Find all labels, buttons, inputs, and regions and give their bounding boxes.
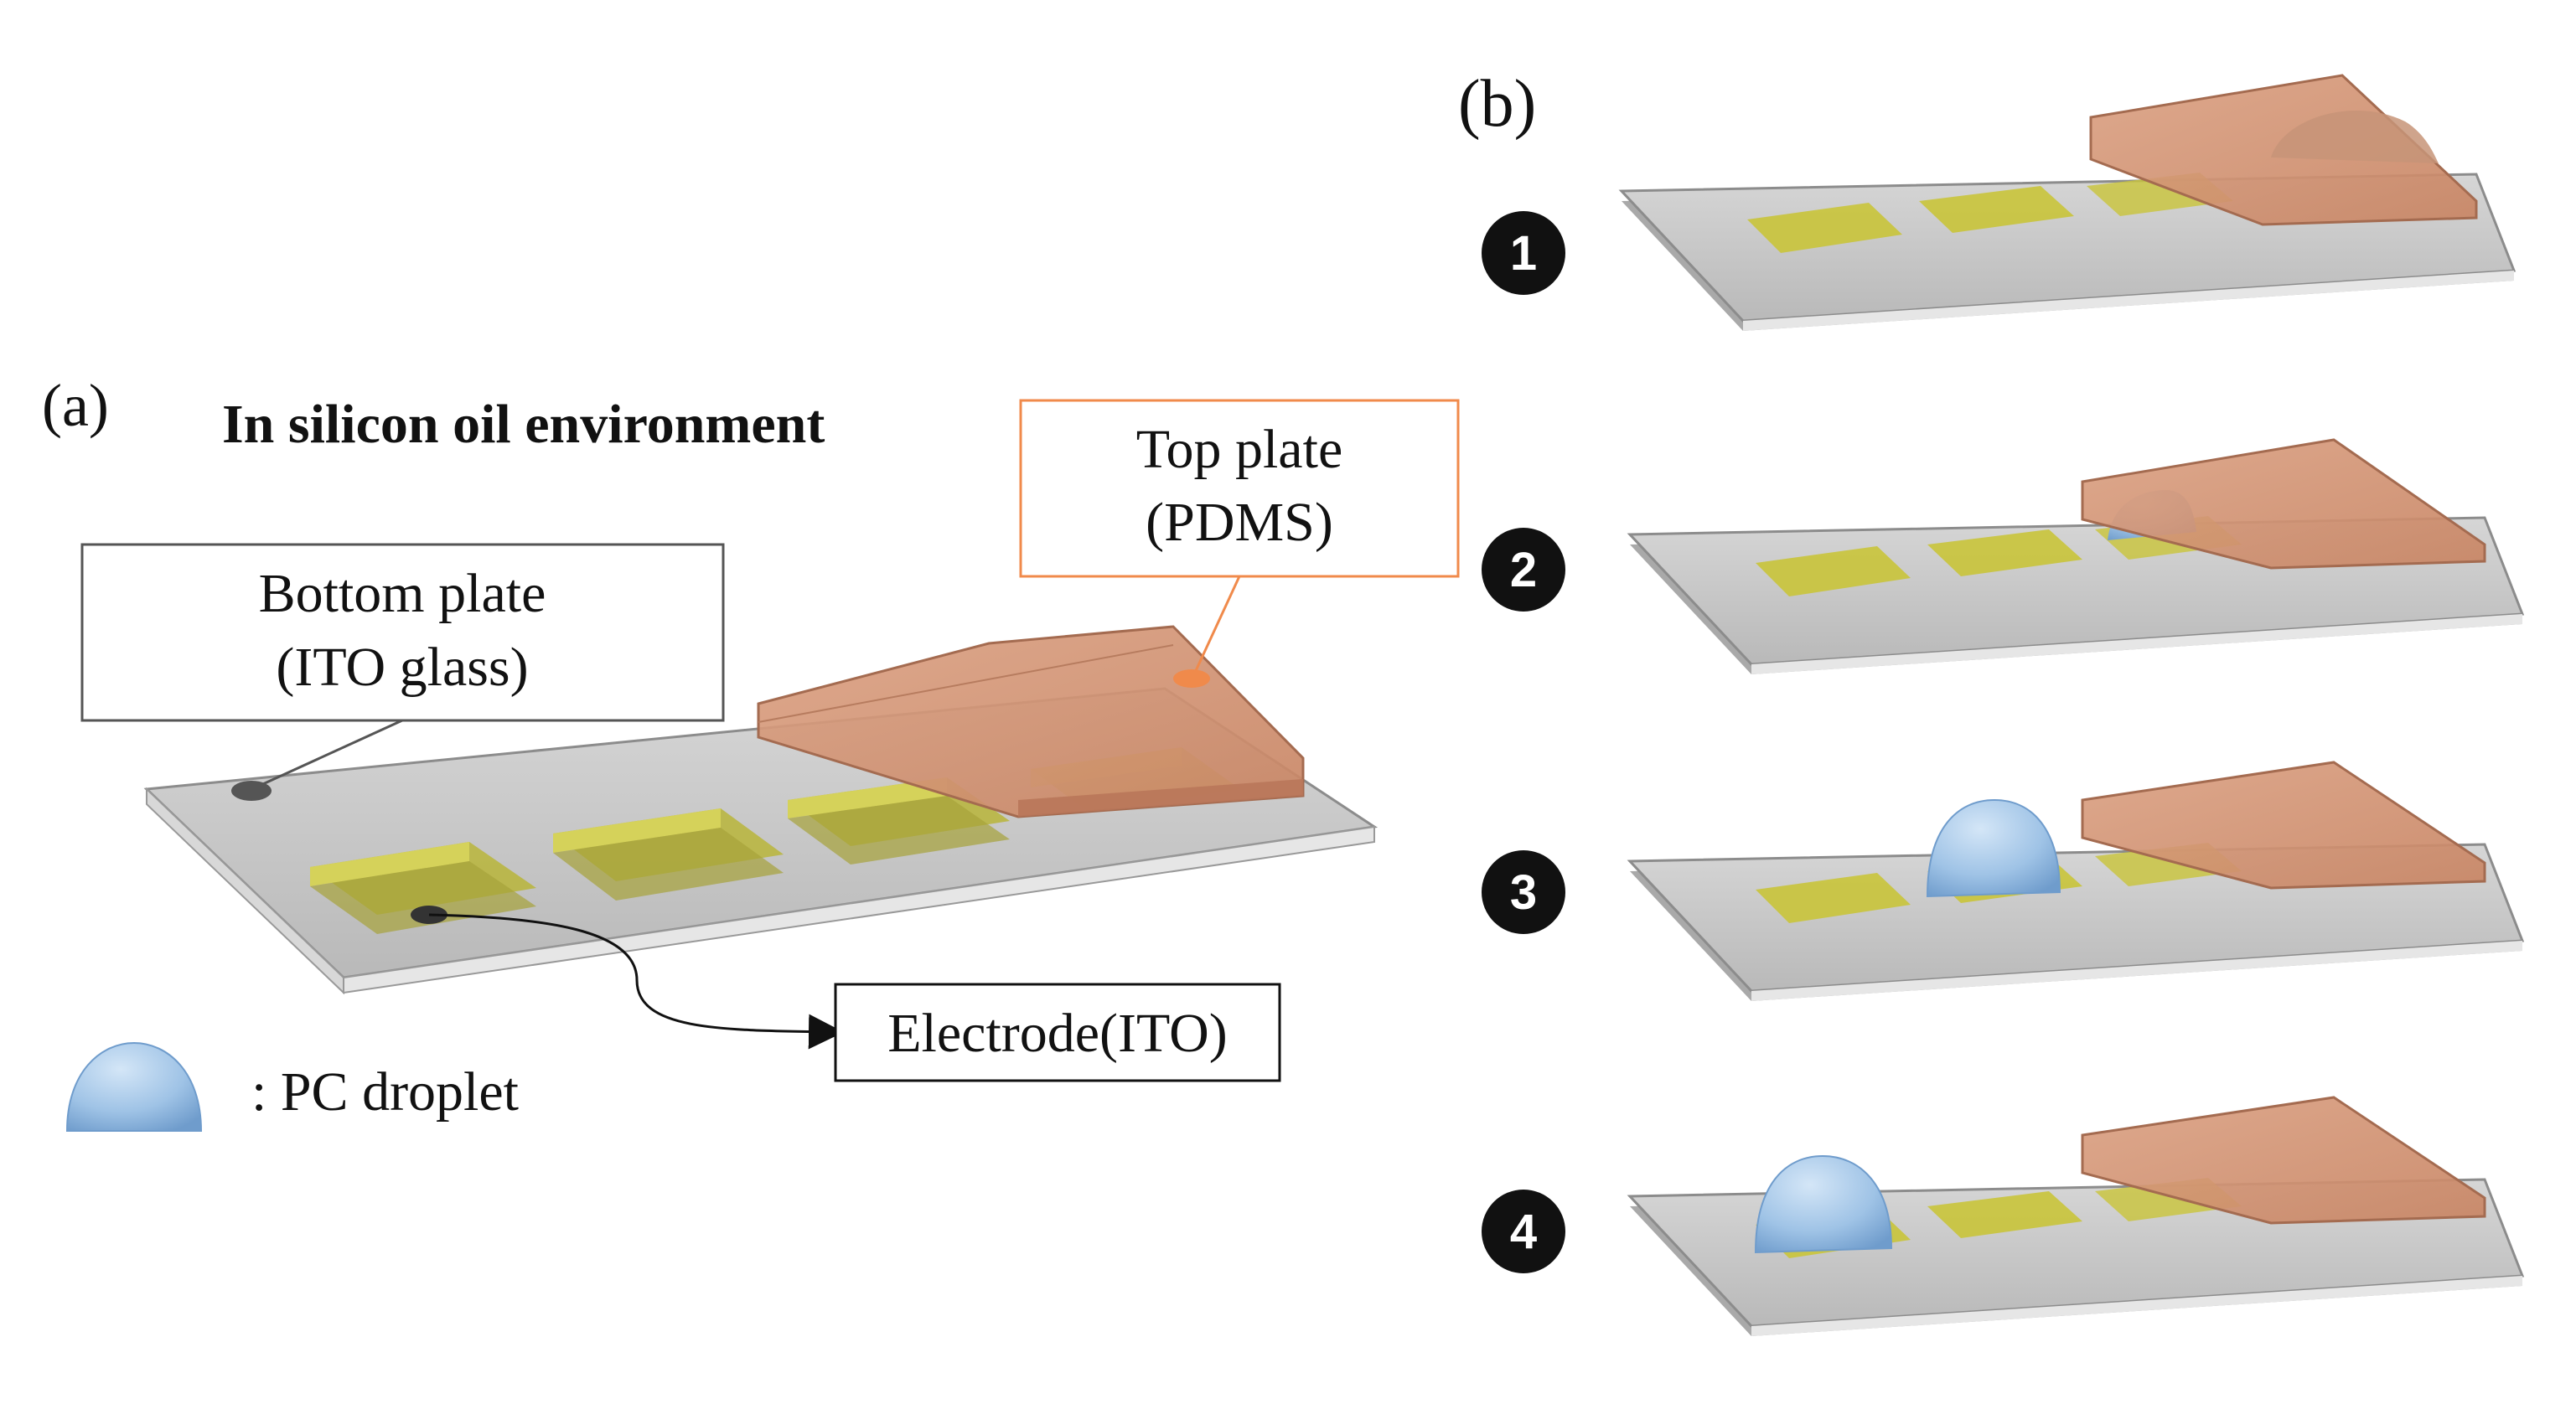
bottom-plate-callout: Bottom plate (ITO glass) <box>80 543 725 801</box>
legend-label: : PC droplet <box>251 1061 519 1123</box>
step-badge <box>1482 1190 1565 1273</box>
bottom-plate-label-line1: Bottom plate <box>259 563 546 624</box>
panel-a: (a) In silicon oil environment <box>42 372 1460 1132</box>
step-number: 1 <box>1510 226 1537 281</box>
step-badge <box>1482 211 1565 295</box>
top-plate-label-line1: Top plate <box>1136 419 1342 480</box>
electrode-label: Electrode(ITO) <box>887 1003 1228 1064</box>
step-number: 3 <box>1510 865 1537 920</box>
top-plate-callout: Top plate (PDMS) <box>1019 399 1460 688</box>
panel-b: (b) 1 2 <box>1458 67 2525 1336</box>
electrode-pad <box>788 777 1010 865</box>
top-plate <box>757 625 1305 818</box>
step-number: 2 <box>1510 543 1537 597</box>
step-2: 2 <box>1482 438 2525 674</box>
step-1: 1 <box>1482 74 2517 331</box>
panel-b-label: (b) <box>1458 67 1536 141</box>
step-badge <box>1482 528 1565 612</box>
panel-a-label: (a) <box>42 372 109 439</box>
step-number: 4 <box>1510 1205 1537 1259</box>
electrode-pad <box>553 808 784 901</box>
step-badge <box>1482 850 1565 934</box>
bottom-plate-label-line2: (ITO glass) <box>276 637 528 698</box>
top-plate-label-line2: (PDMS) <box>1146 492 1333 553</box>
legend: : PC droplet <box>65 1041 519 1132</box>
droplet-legend-icon <box>65 1041 203 1132</box>
step-3: 3 <box>1482 761 2525 1001</box>
step-4: 4 <box>1482 1096 2525 1336</box>
panel-a-title: In silicon oil environment <box>222 394 825 455</box>
electrode-callout: Electrode(ITO) <box>411 906 1281 1082</box>
